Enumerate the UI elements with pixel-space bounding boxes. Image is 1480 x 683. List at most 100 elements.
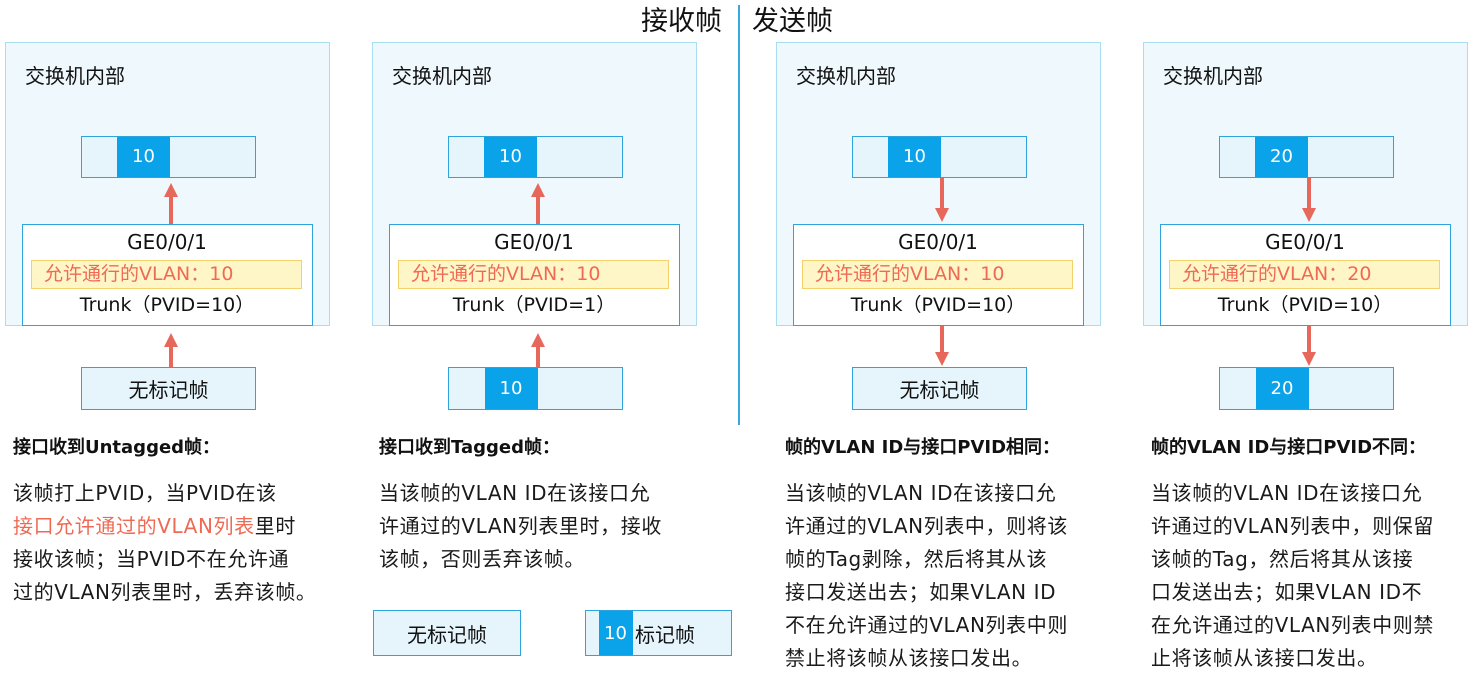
- legend-vlan-tag: 10: [598, 611, 633, 655]
- untagged-frame: 无标记帧: [81, 367, 256, 410]
- line-text: 里时: [254, 514, 296, 538]
- legend-tagged-frame: 10 标记帧: [585, 610, 732, 656]
- arrow-head: [934, 207, 949, 222]
- vlan-tag: 10: [888, 136, 941, 177]
- description-line: 过的VLAN列表里时，丢弃该帧。: [13, 580, 317, 604]
- arrow-up-icon: [530, 182, 545, 224]
- port-mode: Trunk（PVID=10）: [850, 294, 1026, 316]
- arrow-head: [531, 333, 545, 347]
- port-box: GE0/0/1 允许通行的VLAN：10 Trunk（PVID=1）: [388, 223, 680, 326]
- panel-title: 交换机内部: [1163, 64, 1263, 88]
- switch-internal-panel: 交换机内部 10 GE0/0/1 允许通行的VLAN：10 Trunk（PVID…: [776, 42, 1101, 326]
- description-body: 该帧打上PVID，当PVID在该 接口允许通过的VLAN列表里时 接收该帧；当P…: [13, 477, 317, 609]
- description-line: 当该帧的VLAN ID在该接口允: [785, 481, 1057, 505]
- arrow-shaft: [168, 195, 173, 224]
- arrow-down-icon: [934, 177, 949, 222]
- arrow-down-icon: [1302, 326, 1316, 366]
- description-send-same-pvid: 帧的VLAN ID与接口PVID相同： 当该帧的VLAN ID在该接口允 许通过…: [785, 436, 1135, 676]
- arrow-up-icon: [531, 333, 545, 367]
- description-line: 许通过的VLAN列表中，则将该: [785, 514, 1068, 538]
- description-line: 帧的Tag剥除，然后将其从该: [785, 547, 1048, 571]
- description-line: 接口允许通过的VLAN列表里时: [13, 510, 317, 543]
- arrow-head: [530, 182, 545, 197]
- vlan-tag: 20: [1255, 136, 1308, 177]
- description-heading: 接口收到Untagged帧：: [13, 437, 221, 458]
- description-line: 接收该帧；当PVID不在允许通: [13, 547, 290, 571]
- description-line: 不在允许通过的VLAN列表中则: [785, 613, 1068, 637]
- legend-tagged-label: 标记帧: [635, 622, 695, 647]
- description-body: 当该帧的VLAN ID在该接口允 许通过的VLAN列表中，则将该 帧的Tag剥除…: [785, 477, 1068, 675]
- port-name: GE0/0/1: [1265, 230, 1345, 254]
- highlighted-phrase: 接口允许通过的VLAN列表: [13, 514, 255, 538]
- allowed-vlan-highlight: 允许通行的VLAN：10: [398, 260, 669, 289]
- receive-send-divider: [738, 5, 740, 425]
- arrow-shaft: [169, 346, 173, 367]
- port-box: GE0/0/1 允许通行的VLAN：10 Trunk（PVID=10）: [792, 223, 1084, 326]
- arrow-shaft: [939, 177, 944, 209]
- description-heading: 帧的VLAN ID与接口PVID不同：: [1151, 437, 1427, 458]
- description-line: 该帧的Tag，然后将其从该接: [1151, 547, 1414, 571]
- port-mode: Trunk（PVID=1）: [452, 294, 616, 316]
- arrow-shaft: [940, 326, 944, 353]
- arrow-head: [1301, 207, 1316, 222]
- arrow-shaft: [1306, 177, 1311, 209]
- tagged-frame: 20: [1219, 367, 1394, 410]
- vlan-tag: 10: [484, 136, 537, 177]
- switch-internal-panel: 交换机内部 20 GE0/0/1 允许通行的VLAN：20 Trunk（PVID…: [1143, 42, 1468, 326]
- port-box: GE0/0/1 允许通行的VLAN：10 Trunk（PVID=10）: [21, 223, 313, 326]
- port-name: GE0/0/1: [127, 230, 207, 254]
- description-line: 当该帧的VLAN ID在该接口允: [379, 481, 651, 505]
- allowed-vlan-highlight: 允许通行的VLAN：20: [1169, 260, 1440, 289]
- vlan-tag: 10: [484, 368, 538, 409]
- untagged-frame-label: 无标记帧: [899, 378, 980, 402]
- switch-internal-panel: 交换机内部 10 GE0/0/1 允许通行的VLAN：10 Trunk（PVID…: [372, 42, 697, 326]
- port-name: GE0/0/1: [898, 230, 978, 254]
- internal-tagged-frame: 10: [447, 135, 623, 178]
- untagged-frame: 无标记帧: [852, 367, 1027, 410]
- arrow-head: [935, 352, 949, 366]
- description-send-different-pvid: 帧的VLAN ID与接口PVID不同： 当该帧的VLAN ID在该接口允 许通过…: [1151, 436, 1476, 676]
- description-line: 止将该帧从该接口发出。: [1151, 646, 1378, 670]
- internal-tagged-frame: 20: [1218, 135, 1394, 178]
- arrow-down-icon: [935, 326, 949, 366]
- arrow-shaft: [1307, 326, 1311, 353]
- arrow-up-icon: [164, 333, 178, 367]
- allowed-vlan-highlight: 允许通行的VLAN：10: [802, 260, 1073, 289]
- description-line: 该帧，否则丢弃该帧。: [379, 547, 585, 571]
- switch-internal-panel: 交换机内部 10 GE0/0/1 允许通行的VLAN：10 Trunk（PVID…: [5, 42, 330, 326]
- arrow-shaft: [536, 346, 540, 367]
- vlan-tag: 10: [117, 136, 170, 177]
- arrow-head: [164, 333, 178, 347]
- description-line: 该帧打上PVID，当PVID在该: [13, 481, 277, 505]
- arrow-down-icon: [1301, 177, 1316, 222]
- legend-untagged-frame: 无标记帧: [373, 610, 521, 656]
- description-line: 接口发送出去；如果VLAN ID: [785, 580, 1057, 604]
- internal-tagged-frame: 10: [80, 135, 256, 178]
- description-body: 当该帧的VLAN ID在该接口允 许通过的VLAN列表中，则保留 该帧的Tag，…: [1151, 477, 1434, 675]
- panel-title: 交换机内部: [392, 64, 492, 88]
- port-box: GE0/0/1 允许通行的VLAN：20 Trunk（PVID=10）: [1159, 223, 1451, 326]
- panel-title: 交换机内部: [25, 64, 125, 88]
- port-mode: Trunk（PVID=10）: [79, 294, 255, 316]
- receive-frame-title: 接收帧: [641, 6, 722, 37]
- description-line: 当该帧的VLAN ID在该接口允: [1151, 481, 1423, 505]
- receive-untagged-column: 交换机内部 10 GE0/0/1 允许通行的VLAN：10 Trunk（PVID…: [5, 42, 330, 410]
- send-frame-title: 发送帧: [752, 6, 833, 37]
- arrow-shaft: [535, 195, 540, 224]
- send-different-pvid-column: 交换机内部 20 GE0/0/1 允许通行的VLAN：20 Trunk（PVID…: [1143, 42, 1468, 410]
- port-name: GE0/0/1: [494, 230, 574, 254]
- legend-untagged-label: 无标记帧: [407, 622, 487, 647]
- description-receive-tagged: 接口收到Tagged帧： 当该帧的VLAN ID在该接口允 许通过的VLAN列表…: [379, 436, 729, 676]
- description-line: 许通过的VLAN列表里时，接收: [379, 514, 662, 538]
- send-same-pvid-column: 交换机内部 10 GE0/0/1 允许通行的VLAN：10 Trunk（PVID…: [776, 42, 1101, 410]
- panel-title: 交换机内部: [796, 64, 896, 88]
- receive-tagged-column: 交换机内部 10 GE0/0/1 允许通行的VLAN：10 Trunk（PVID…: [372, 42, 697, 410]
- description-line: 在允许通过的VLAN列表中则禁: [1151, 613, 1434, 637]
- description-line: 禁止将该帧从该接口发出。: [785, 646, 1033, 670]
- arrow-head: [163, 182, 178, 197]
- description-line: 口发送出去；如果VLAN ID不: [1151, 580, 1423, 604]
- arrow-up-icon: [163, 182, 178, 224]
- arrow-head: [1302, 352, 1316, 366]
- internal-tagged-frame: 10: [851, 135, 1027, 178]
- port-mode: Trunk（PVID=10）: [1217, 294, 1393, 316]
